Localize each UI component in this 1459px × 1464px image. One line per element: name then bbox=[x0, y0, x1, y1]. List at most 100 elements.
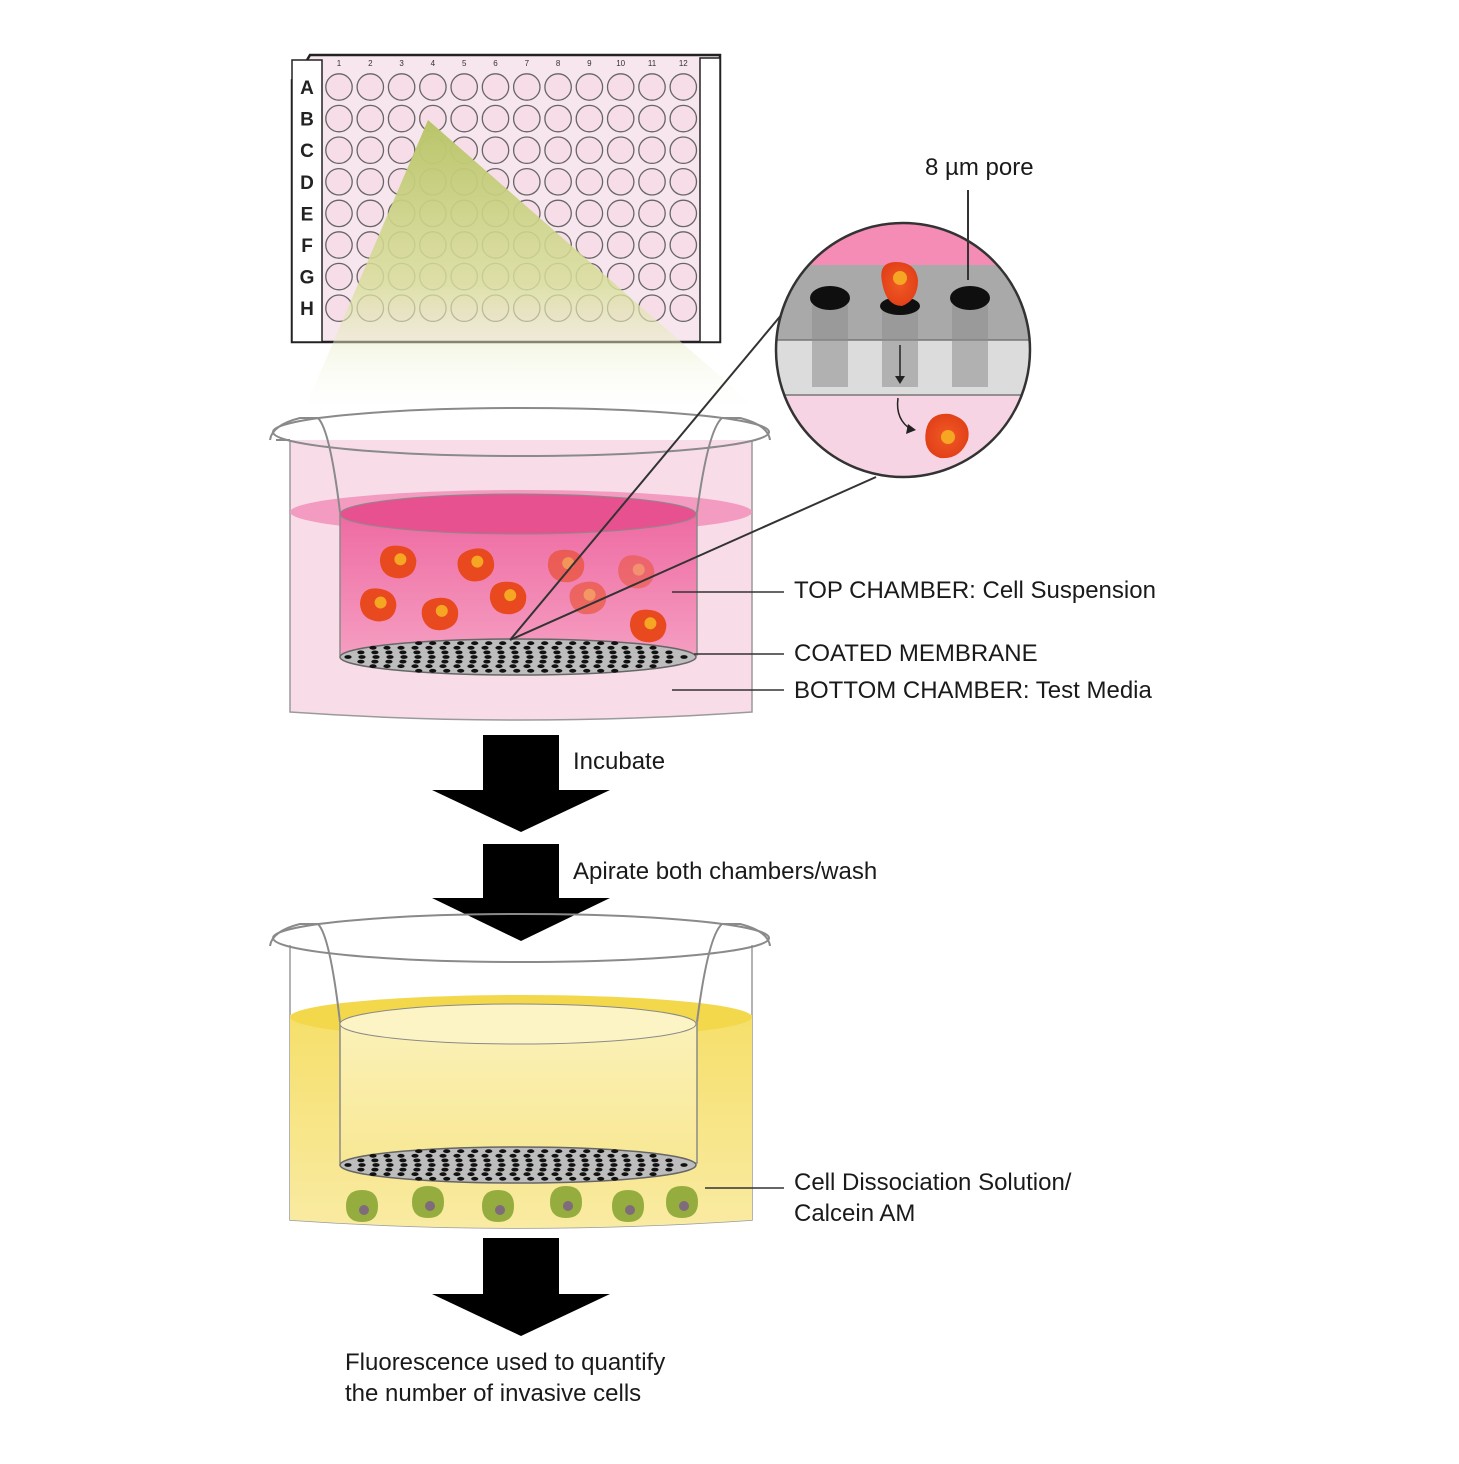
membrane-pore bbox=[525, 659, 533, 664]
plate-well bbox=[325, 199, 353, 228]
membrane-pore bbox=[399, 659, 407, 664]
membrane-pore bbox=[525, 1158, 533, 1163]
cell bbox=[629, 609, 667, 643]
plate-well bbox=[387, 104, 416, 133]
membrane-pore bbox=[383, 1172, 391, 1177]
membrane-pore bbox=[483, 650, 491, 655]
membrane-pore bbox=[467, 664, 475, 669]
insert-hanger-right bbox=[696, 417, 771, 513]
membrane-pore bbox=[455, 1158, 463, 1163]
plate-well bbox=[606, 73, 635, 101]
membrane-pore bbox=[495, 645, 503, 650]
plate-well bbox=[481, 136, 510, 165]
plate-well bbox=[606, 199, 635, 228]
membrane-pore bbox=[425, 645, 433, 650]
solution-label-line2: Calcein AM bbox=[794, 1200, 916, 1227]
membrane-pore bbox=[371, 650, 379, 655]
plate-well bbox=[638, 136, 666, 165]
plate-well bbox=[325, 262, 353, 291]
membrane-pore bbox=[511, 659, 519, 664]
membrane-pore bbox=[357, 1167, 365, 1172]
membrane-pore bbox=[399, 650, 407, 655]
green-cell bbox=[612, 1190, 644, 1222]
plate-well bbox=[419, 73, 447, 101]
membrane-pore bbox=[555, 668, 563, 673]
membrane-pore bbox=[455, 659, 463, 664]
result-label-line2: the number of invasive cells bbox=[345, 1380, 642, 1407]
membrane-pore bbox=[609, 1167, 617, 1172]
membrane-pore bbox=[666, 1163, 674, 1167]
membrane-pore bbox=[456, 1163, 464, 1167]
membrane-pore bbox=[497, 1167, 505, 1172]
membrane-pore bbox=[567, 1158, 575, 1163]
membrane-pore bbox=[469, 1167, 477, 1172]
membrane-pore bbox=[495, 1172, 503, 1177]
membrane-pore bbox=[372, 655, 380, 659]
cell bbox=[569, 581, 607, 615]
step-aspirate-label: Apirate both chambers/wash bbox=[573, 858, 878, 885]
membrane-pore bbox=[623, 1158, 631, 1163]
membrane-pore bbox=[415, 668, 423, 673]
plate-well bbox=[606, 104, 635, 133]
membrane-pore bbox=[609, 650, 617, 655]
membrane-pore bbox=[539, 650, 547, 655]
membrane-pore bbox=[593, 1172, 601, 1177]
membrane-pore bbox=[582, 1163, 590, 1167]
membrane-pore bbox=[609, 1158, 617, 1163]
plate-column-label: 8 bbox=[556, 59, 561, 68]
membrane-pore bbox=[428, 655, 436, 659]
membrane-pore bbox=[553, 650, 561, 655]
top-chamber-label: TOP CHAMBER: Cell Suspension bbox=[794, 577, 1156, 604]
membrane-pore bbox=[569, 1149, 577, 1154]
membrane-pore bbox=[593, 645, 601, 650]
plate-column-label: 3 bbox=[399, 59, 404, 68]
membrane-pore bbox=[399, 1167, 407, 1172]
membrane-pore bbox=[397, 1153, 405, 1158]
membrane-pore bbox=[513, 641, 521, 646]
membrane-pore bbox=[554, 1163, 562, 1167]
membrane-pore bbox=[413, 1167, 421, 1172]
membrane-pore bbox=[483, 1167, 491, 1172]
membrane-pore bbox=[554, 655, 562, 659]
membrane-pore bbox=[513, 668, 521, 673]
membrane-pore bbox=[623, 650, 631, 655]
plate-well bbox=[669, 167, 698, 196]
plate-well bbox=[512, 167, 541, 196]
membrane-pore bbox=[443, 1176, 451, 1181]
membrane-pore bbox=[567, 650, 575, 655]
plate-row-label: G bbox=[300, 268, 315, 289]
plate-well bbox=[638, 262, 666, 291]
membrane-pore bbox=[509, 645, 517, 650]
membrane-pore bbox=[357, 659, 365, 664]
membrane-pore bbox=[453, 1172, 461, 1177]
green-cell bbox=[346, 1190, 378, 1222]
zoom-line-lower bbox=[509, 476, 877, 641]
membrane-pore bbox=[597, 1149, 605, 1154]
membrane-pore bbox=[553, 659, 561, 664]
membrane-pore bbox=[413, 1158, 421, 1163]
membrane-pore bbox=[651, 1158, 659, 1163]
membrane-pore bbox=[411, 1153, 419, 1158]
membrane-pore bbox=[443, 668, 451, 673]
step-incubate-label: Incubate bbox=[573, 748, 666, 775]
membrane-pore bbox=[469, 659, 477, 664]
membrane-pore bbox=[665, 650, 673, 655]
membrane-pores-washed bbox=[344, 1149, 688, 1181]
membrane-pore bbox=[397, 664, 405, 669]
membrane-pore bbox=[442, 655, 450, 659]
pore-left bbox=[810, 286, 850, 310]
membrane-pore bbox=[583, 1149, 591, 1154]
membrane-pore bbox=[607, 1172, 615, 1177]
membrane-pore bbox=[680, 1163, 688, 1167]
membrane-pore bbox=[597, 1176, 605, 1181]
plate-row-strip bbox=[291, 59, 323, 343]
green-cell bbox=[482, 1190, 514, 1222]
membrane-pore bbox=[638, 1163, 646, 1167]
plate-well bbox=[669, 231, 698, 259]
membrane-pore bbox=[485, 641, 493, 646]
membrane-pore bbox=[484, 655, 492, 659]
membrane-pore bbox=[414, 655, 422, 659]
plate-well bbox=[669, 73, 698, 101]
membrane-pore bbox=[597, 668, 605, 673]
